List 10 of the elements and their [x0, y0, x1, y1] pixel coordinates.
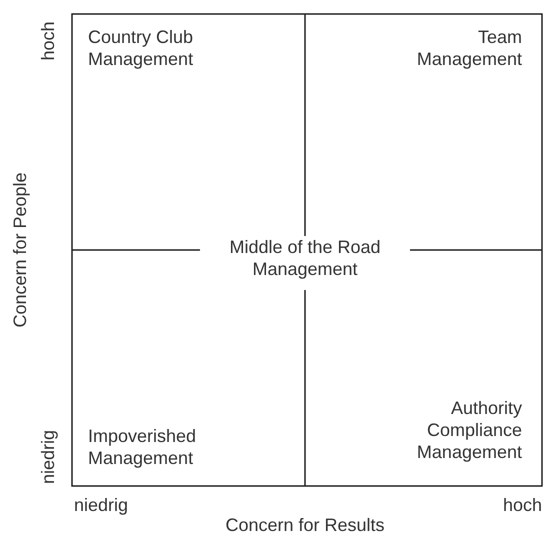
quadrant-label: Country Club Management [88, 26, 194, 70]
axis-tick-label: hoch [502, 494, 542, 516]
axis-tick-label: niedrig [37, 428, 59, 486]
axis-tick-label: niedrig [74, 494, 130, 516]
axis-tick-label: hoch [37, 20, 59, 63]
quadrant-label: Authority Compliance Management [416, 397, 522, 463]
quadrant-label: Impoverished Management [88, 425, 198, 469]
axis-title: Concern for Results [224, 514, 386, 536]
axis-title: Concern for People [9, 171, 31, 330]
quadrant-label: Team Management [416, 26, 522, 70]
